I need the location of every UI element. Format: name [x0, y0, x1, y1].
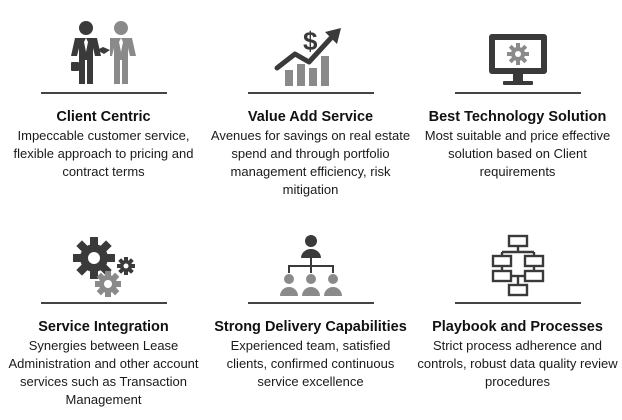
- svg-text:$: $: [303, 26, 318, 56]
- feature-title: Playbook and Processes: [432, 319, 603, 335]
- feature-title: Best Technology Solution: [428, 109, 607, 125]
- handshake-businessmen-icon: [69, 20, 139, 88]
- feature-description: Experienced team, satisfied clients, con…: [226, 338, 395, 389]
- feature-description: Avenues for savings on real estate spend…: [210, 128, 411, 197]
- feature-service-integration: Service Integration Synergies between Le…: [0, 210, 207, 420]
- flowchart-icon: [485, 234, 551, 298]
- gears-icon: [70, 236, 138, 298]
- monitor-gear-icon: [487, 32, 549, 88]
- divider: [454, 302, 581, 304]
- rising-chart-dollar-icon: $: [273, 24, 349, 88]
- icon-container: [0, 6, 207, 88]
- feature-description: Synergies between Lease Administration a…: [8, 338, 199, 407]
- icon-container: [207, 216, 414, 298]
- divider: [454, 92, 581, 94]
- icon-container: [414, 216, 621, 298]
- feature-title: Service Integration: [38, 319, 169, 335]
- feature-playbook-and-processes: Playbook and Processes Strict process ad…: [414, 210, 621, 420]
- feature-description: Strict process adherence and controls, r…: [417, 338, 618, 389]
- divider: [247, 302, 374, 304]
- feature-title: Value Add Service: [247, 109, 374, 125]
- feature-value-add-service: $ Value Add Service Avenues for savings …: [207, 0, 414, 210]
- feature-best-technology-solution: Best Technology Solution Most suitable a…: [414, 0, 621, 210]
- feature-description: Most suitable and price effective soluti…: [424, 128, 611, 179]
- feature-description: Impeccable customer service, flexible ap…: [13, 128, 194, 179]
- feature-title: Strong Delivery Capabilities: [214, 319, 407, 335]
- icon-container: [414, 6, 621, 88]
- team-hierarchy-icon: [276, 234, 346, 298]
- divider: [40, 302, 167, 304]
- divider: [40, 92, 167, 94]
- feature-client-centric: Client Centric Impeccable customer servi…: [0, 0, 207, 210]
- icon-container: [0, 216, 207, 298]
- icon-container: $: [207, 6, 414, 88]
- divider: [247, 92, 374, 94]
- feature-strong-delivery-capabilities: Strong Delivery Capabilities Experienced…: [207, 210, 414, 420]
- feature-title: Client Centric: [56, 109, 151, 125]
